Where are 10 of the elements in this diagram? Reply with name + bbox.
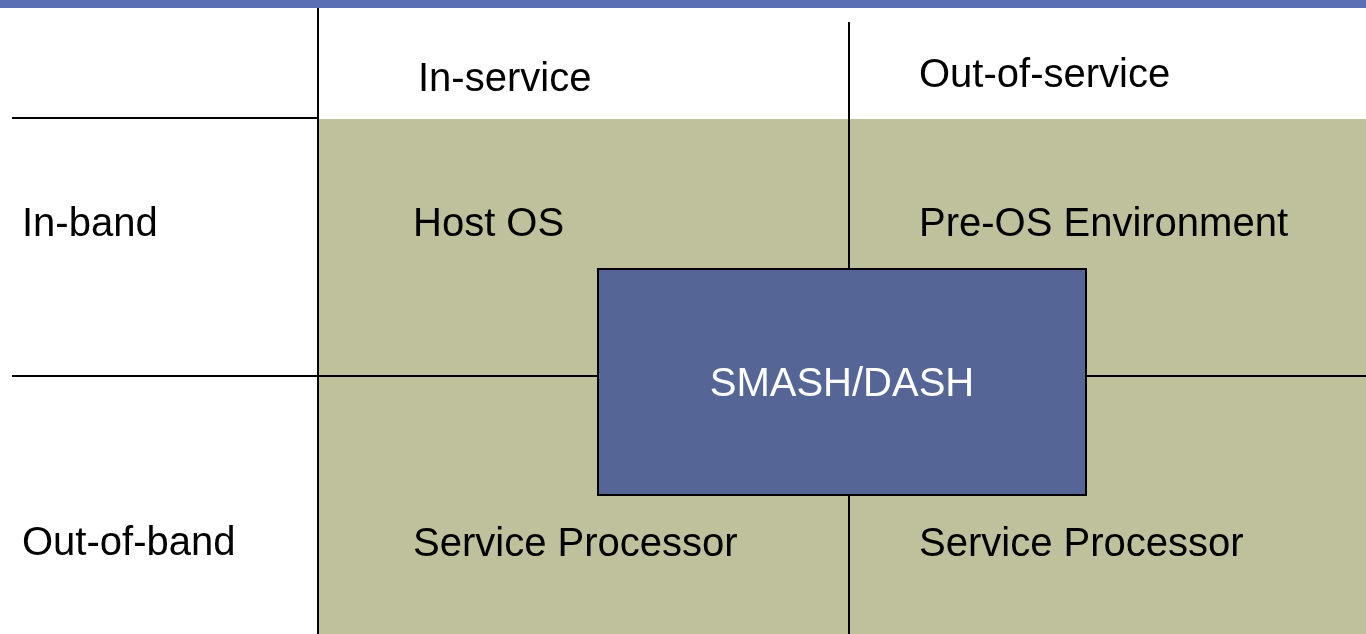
column-header: Out-of-service xyxy=(919,50,1171,96)
cell-label: Host OS xyxy=(413,199,565,245)
cell-label: SMASH/DASH xyxy=(709,359,975,405)
row-header: In-band xyxy=(22,199,158,245)
cell-label: Service Processor xyxy=(919,519,1244,565)
cell-label: Pre-OS Environment xyxy=(919,199,1289,245)
cell-label: Service Processor xyxy=(413,519,738,565)
row-header: Out-of-band xyxy=(22,518,236,564)
column-header: In-service xyxy=(418,54,592,100)
center-box xyxy=(597,268,1087,496)
